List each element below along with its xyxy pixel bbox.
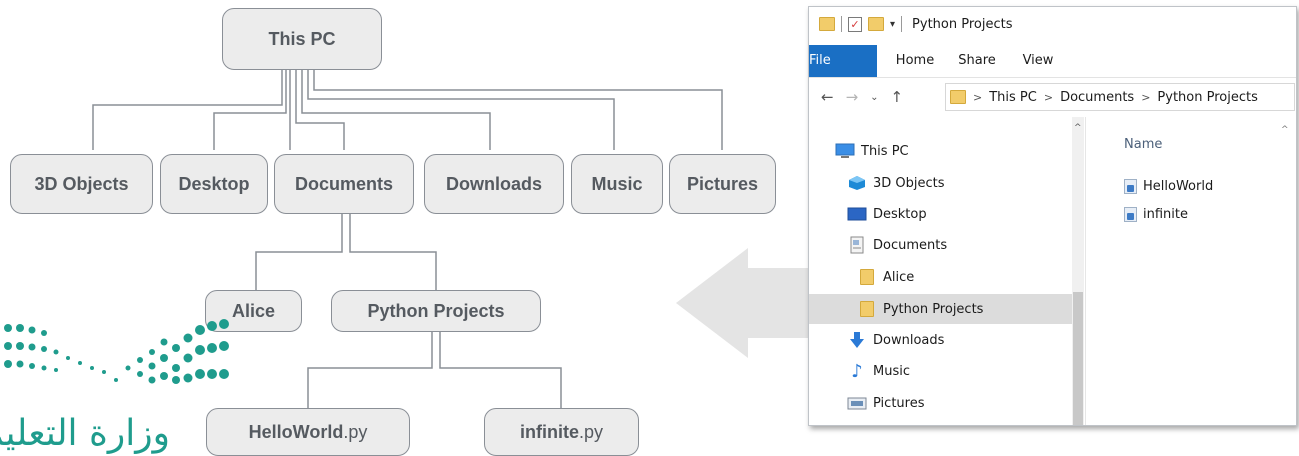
- scrollbar-thumb[interactable]: [1073, 292, 1083, 425]
- nav-item-3d-objects[interactable]: 3D Objects: [847, 169, 945, 197]
- ministry-logo-text: وزارة التعليم: [0, 413, 170, 454]
- nav-item-label: This PC: [861, 143, 909, 159]
- tab-home[interactable]: Home: [895, 53, 935, 68]
- desktop-icon: [847, 206, 867, 222]
- node-helloworld-py: HelloWorld.py: [206, 408, 410, 456]
- nav-item-label: Desktop: [873, 206, 927, 222]
- chevron-right-icon[interactable]: >: [1141, 90, 1151, 104]
- folder-icon: [857, 269, 877, 285]
- quick-access-toolbar: ✓ ▾: [819, 16, 903, 32]
- tab-file[interactable]: File: [809, 45, 877, 77]
- nav-item-python-projects[interactable]: Python Projects: [857, 295, 983, 323]
- file-item-helloworld[interactable]: HelloWorld: [1124, 179, 1213, 194]
- file-item-label: HelloWorld: [1143, 179, 1214, 194]
- node-python-projects: Python Projects: [331, 290, 541, 332]
- recent-locations-chevron-icon[interactable]: ⌄: [870, 91, 879, 103]
- navigation-pane: This PC 3D Objects Desktop Documents Ali…: [809, 117, 1086, 425]
- nav-item-label: Python Projects: [883, 301, 984, 317]
- node-documents: Documents: [274, 154, 414, 214]
- folder-icon[interactable]: [819, 17, 835, 31]
- column-header-name[interactable]: Name: [1124, 137, 1163, 152]
- navigation-scrollbar[interactable]: ^: [1072, 117, 1084, 425]
- download-arrow-icon: [847, 332, 867, 348]
- scroll-up-icon[interactable]: ^: [1074, 123, 1082, 133]
- monitor-icon: [835, 143, 855, 159]
- python-file-icon: [1124, 179, 1137, 194]
- file-extension: .py: [343, 421, 368, 442]
- node-desktop: Desktop: [160, 154, 268, 214]
- customize-dropdown-icon[interactable]: ▾: [890, 18, 896, 30]
- nav-item-pictures[interactable]: Pictures: [847, 389, 924, 417]
- tab-view[interactable]: View: [1022, 53, 1054, 68]
- up-arrow-icon[interactable]: ↑: [890, 88, 904, 106]
- back-arrow-icon[interactable]: ←: [821, 88, 834, 106]
- nav-item-music[interactable]: ♪ Music: [847, 357, 910, 385]
- breadcrumb-documents[interactable]: Documents: [1060, 89, 1135, 105]
- nav-item-label: 3D Objects: [873, 175, 945, 191]
- chevron-right-icon[interactable]: >: [1043, 90, 1054, 104]
- file-explorer-window: ✓ ▾ Python Projects File Home Share View…: [808, 6, 1297, 426]
- ministry-logo-dots-icon: [4, 319, 229, 384]
- nav-item-label: Downloads: [873, 332, 945, 348]
- nav-item-label: Documents: [873, 237, 948, 253]
- file-name: HelloWorld: [248, 421, 344, 442]
- breadcrumb-this-pc[interactable]: This PC: [989, 89, 1037, 105]
- folder-icon: [857, 301, 877, 317]
- breadcrumb-python-projects[interactable]: Python Projects: [1157, 89, 1258, 105]
- file-name: infinite: [519, 421, 579, 442]
- file-item-infinite[interactable]: infinite: [1124, 207, 1188, 222]
- python-file-icon: [1124, 207, 1137, 222]
- nav-item-desktop[interactable]: Desktop: [847, 200, 927, 228]
- window-title: Python Projects: [912, 16, 1013, 32]
- address-bar-row: ← → ⌄ ↑ > This PC > Documents > Python P…: [809, 79, 1296, 115]
- nav-item-label: Alice: [883, 269, 915, 285]
- node-infinite-py: infinite.py: [484, 408, 639, 456]
- node-downloads: Downloads: [424, 154, 564, 214]
- nav-item-documents[interactable]: Documents: [847, 231, 947, 259]
- node-music: Music: [571, 154, 663, 214]
- chevron-right-icon[interactable]: >: [973, 90, 983, 104]
- title-bar: ✓ ▾ Python Projects: [809, 7, 1296, 41]
- document-icon: [847, 236, 867, 254]
- left-arrow-icon: [676, 248, 808, 358]
- tab-share[interactable]: Share: [958, 53, 996, 68]
- music-note-icon: ♪: [851, 360, 863, 382]
- nav-item-this-pc[interactable]: This PC: [835, 137, 909, 165]
- file-list-pane: Name ^ HelloWorld infinite: [1091, 117, 1296, 425]
- nav-item-label: Pictures: [873, 395, 925, 411]
- cube-icon: [847, 175, 867, 191]
- nav-item-downloads[interactable]: Downloads: [847, 326, 944, 354]
- separator: [841, 16, 842, 32]
- pictures-icon: [847, 395, 867, 411]
- nav-item-label: Music: [873, 363, 910, 379]
- new-folder-icon[interactable]: [868, 17, 884, 31]
- ribbon-tabs: File Home Share View: [809, 45, 1296, 78]
- nav-item-alice[interactable]: Alice: [857, 263, 914, 291]
- folder-icon: [950, 90, 966, 104]
- node-pictures: Pictures: [669, 154, 776, 214]
- selection-highlight: [809, 294, 1072, 324]
- address-box[interactable]: > This PC > Documents > Python Projects: [945, 83, 1295, 111]
- properties-icon[interactable]: ✓: [848, 16, 862, 32]
- forward-arrow-icon[interactable]: →: [845, 88, 859, 106]
- node-this-pc: This PC: [222, 8, 382, 70]
- sort-up-icon[interactable]: ^: [1281, 125, 1289, 135]
- node-3d-objects: 3D Objects: [10, 154, 153, 214]
- separator: [901, 16, 903, 32]
- file-item-label: infinite: [1143, 207, 1188, 222]
- file-extension: .py: [578, 421, 603, 442]
